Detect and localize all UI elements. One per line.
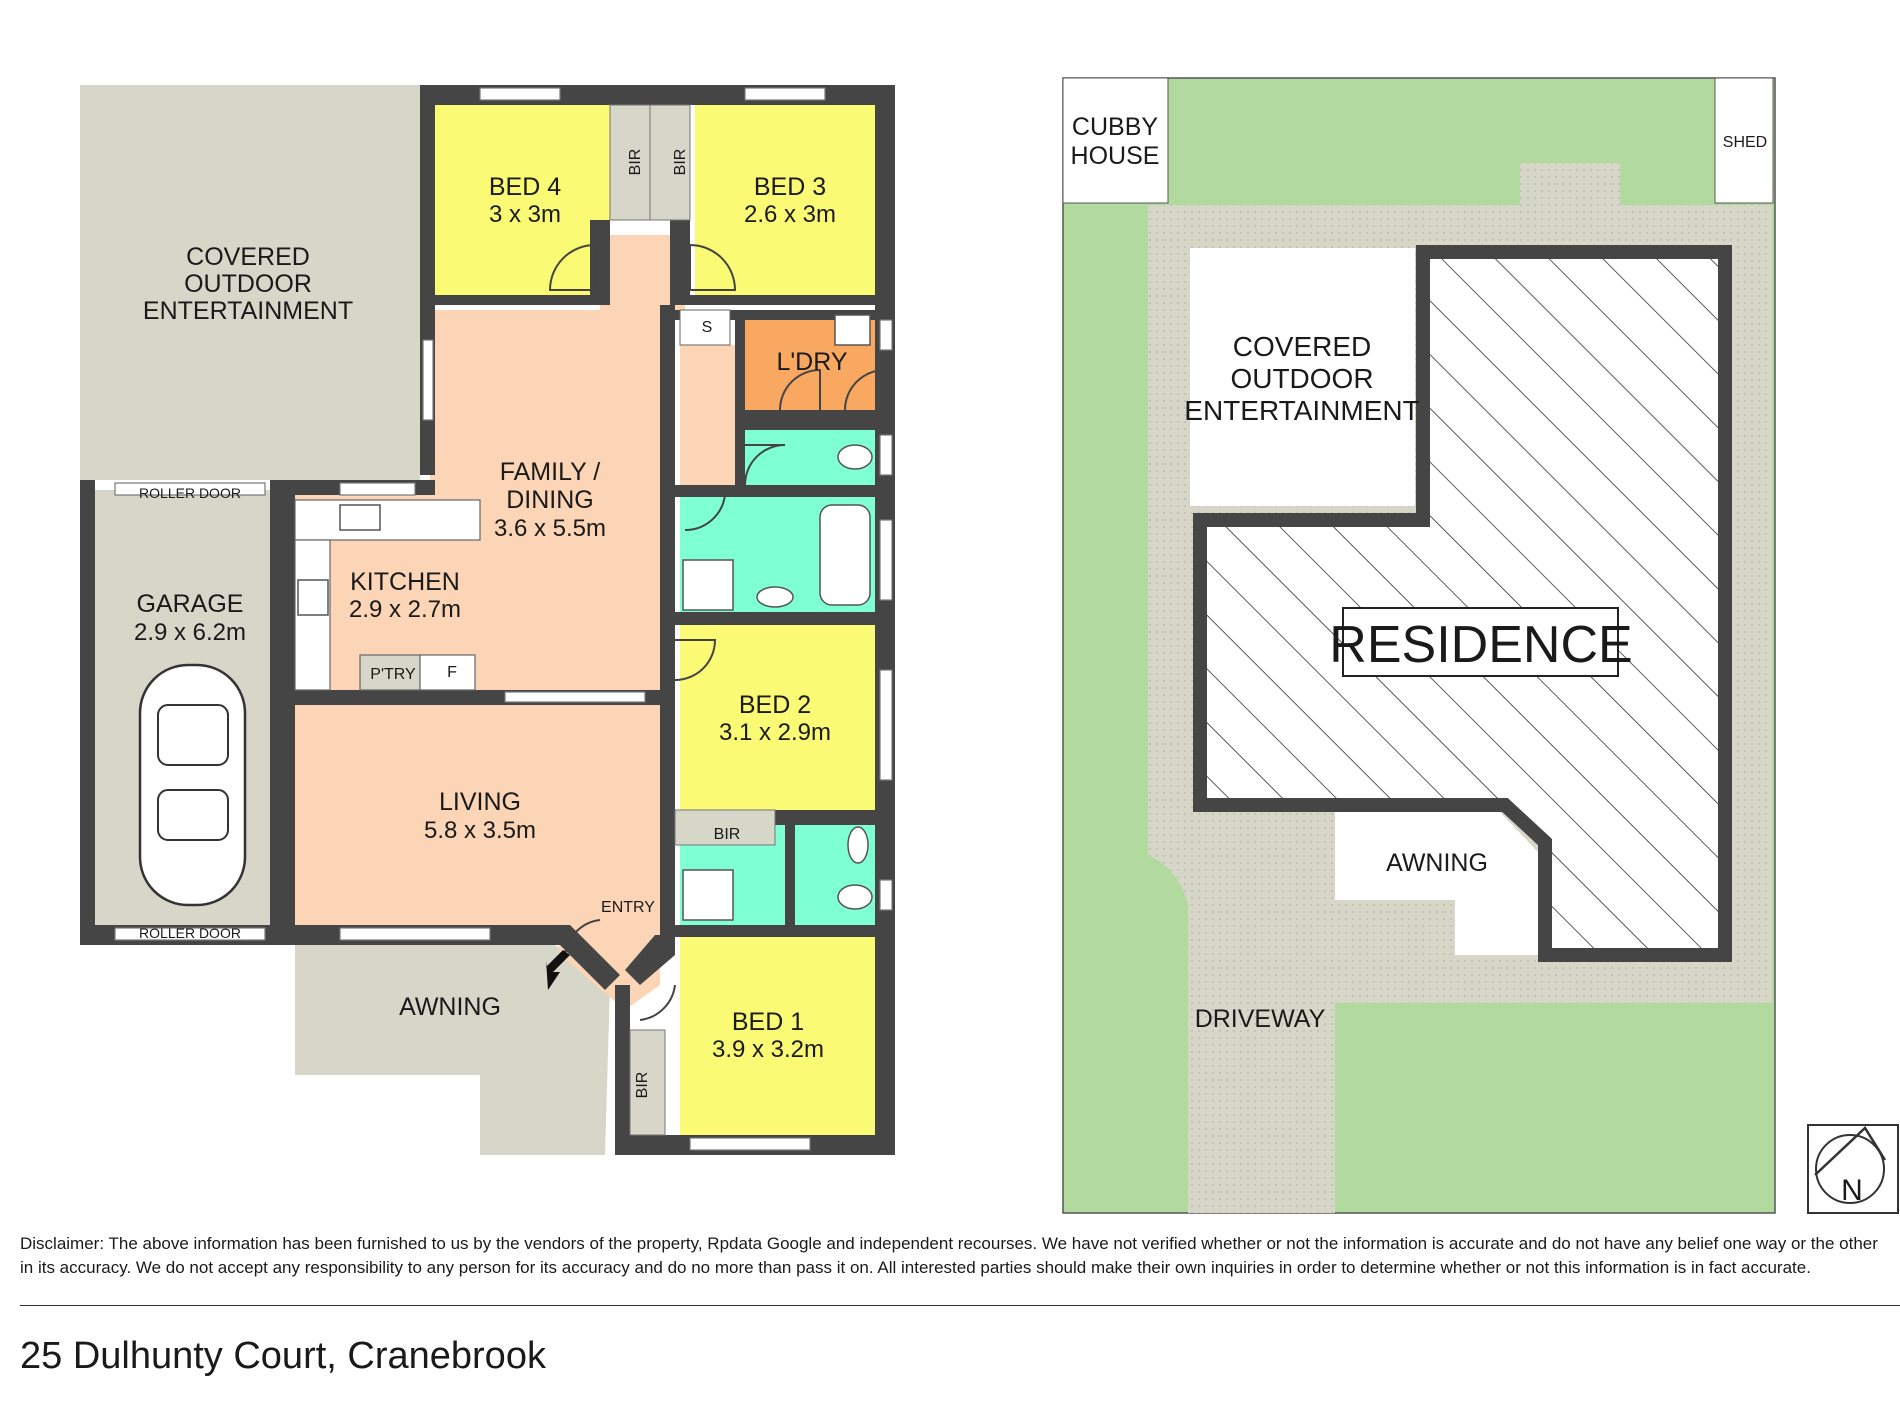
family-name-line2: DINING: [506, 486, 594, 514]
property-address: 25 Dulhunty Court, Cranebrook: [20, 1335, 546, 1377]
bir-bed1-label: BIR: [634, 1072, 651, 1099]
windows: [114, 87, 893, 1151]
laundry-name: L'DRY: [776, 348, 847, 376]
garage-name: GARAGE: [137, 590, 244, 618]
ensuite-shower-icon: [682, 869, 734, 921]
site-covered-outdoor-block: [1190, 248, 1415, 506]
bed3-dims: 2.6 x 3m: [744, 201, 836, 228]
toilet-icon: [837, 444, 873, 470]
roller-door-top-label: ROLLER DOOR: [139, 485, 241, 501]
shower-icon: [682, 559, 734, 611]
site-plan: CUBBY HOUSE SHED COVERED OUTDOOR ENTERTA…: [1062, 77, 1899, 1214]
garage-dims: 2.9 x 6.2m: [134, 619, 246, 646]
site-covered-outdoor-label-1: COVERED: [1233, 331, 1371, 362]
bed1-name: BED 1: [732, 1008, 804, 1036]
bir-bed2-label: BIR: [714, 826, 741, 843]
floor-plan: COVERED OUTDOOR ENTERTAINMENT ROLLER DOO…: [80, 85, 895, 1155]
residence-footprint: [1193, 245, 1732, 962]
divider-line: [20, 1305, 1900, 1306]
site-awning-block: [1335, 812, 1538, 955]
cubby-house-label-1: CUBBY: [1072, 113, 1158, 141]
front-awning-area: [295, 945, 610, 1155]
bed3-name: BED 3: [754, 173, 826, 201]
living-room: [295, 705, 660, 980]
bed2-dims: 3.1 x 2.9m: [719, 719, 831, 746]
site-awning-label: AWNING: [1386, 849, 1488, 877]
covered-outdoor-label-1: COVERED: [186, 243, 310, 271]
disclaimer-text: Disclaimer: The above information has be…: [20, 1234, 1878, 1277]
door-swings: [548, 243, 886, 1021]
bathroom-fixtures: [682, 314, 873, 921]
ensuite-toilet-icon: [837, 884, 873, 910]
built-in-robes: [609, 104, 776, 1136]
hall-passage-room: [680, 345, 740, 485]
cubby-house-label-2: HOUSE: [1071, 142, 1160, 170]
kitchen-bench: [294, 309, 731, 691]
entry-label: ENTRY: [601, 899, 655, 916]
pantry-label: P'TRY: [370, 666, 416, 683]
family-dims: 3.6 x 5.5m: [494, 515, 606, 542]
car-icon: [138, 663, 247, 907]
covered-outdoor-label-2: OUTDOOR: [184, 270, 312, 298]
living-dims: 5.8 x 3.5m: [424, 817, 536, 844]
laundry-tub-icon: [834, 314, 871, 346]
cooktop-icon: [297, 579, 329, 616]
awning-label: AWNING: [399, 993, 501, 1021]
bed1-room: [680, 935, 875, 1135]
bed1-dims: 3.9 x 3.2m: [712, 1036, 824, 1063]
entry-room: [555, 925, 660, 1010]
covered-outdoor-label-3: ENTERTAINMENT: [143, 297, 353, 325]
kitchen-name: KITCHEN: [350, 568, 460, 596]
covered-outdoor-area: [80, 85, 420, 480]
shed-block: [1714, 77, 1774, 204]
residence-label: RESIDENCE: [1329, 616, 1632, 674]
bathtub-icon: [819, 504, 871, 606]
living-name: LIVING: [439, 788, 521, 816]
site-covered-outdoor-label-2: OUTDOOR: [1230, 363, 1373, 394]
family-name-line1: FAMILY /: [500, 458, 601, 486]
cubby-house-block: [1062, 77, 1169, 204]
residence-label-box: [1342, 607, 1619, 677]
site-covered-outdoor-label-3: ENTERTAINMENT: [1184, 395, 1419, 426]
north-label: N: [1841, 1174, 1863, 1207]
shed-label: SHED: [1723, 134, 1767, 151]
bed4-room: [430, 105, 610, 295]
bed4-dims: 3 x 3m: [489, 201, 561, 228]
bir-bed3-label: BIR: [672, 149, 689, 176]
bir-bed4-label: BIR: [627, 149, 644, 176]
entry-arrow-icon: [546, 950, 570, 990]
sink-icon: [339, 504, 381, 531]
kitchen-dims: 2.9 x 2.7m: [349, 596, 461, 623]
basin-icon: [756, 586, 794, 608]
store-label: S: [702, 319, 713, 336]
bed2-name: BED 2: [739, 691, 811, 719]
roller-door-bottom-label: ROLLER DOOR: [139, 925, 241, 941]
ensuite-basin-icon: [847, 826, 869, 864]
north-arrow-icon: [1807, 1124, 1899, 1214]
bed3-room: [695, 105, 875, 295]
bed4-name: BED 4: [489, 173, 561, 201]
driveway-label: DRIVEWAY: [1195, 1005, 1326, 1033]
fridge-label: F: [447, 664, 457, 681]
family-dining-room: [430, 310, 675, 700]
